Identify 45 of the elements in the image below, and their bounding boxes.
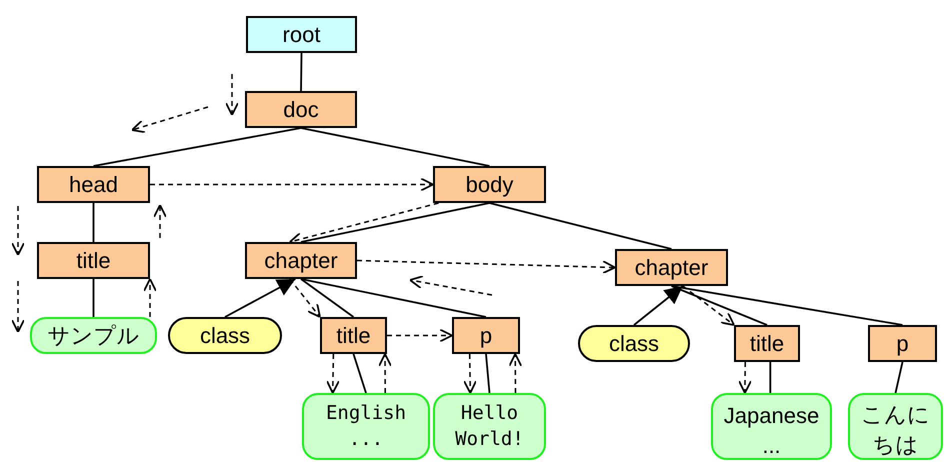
dashed-arrow: [378, 353, 392, 393]
dashed-arrow: [326, 354, 340, 394]
tree-line: [300, 278, 354, 318]
dashed-arrow: [738, 362, 752, 394]
text-node: Japanese ...: [711, 393, 832, 460]
element-box: head: [37, 166, 150, 203]
element-box: p: [452, 317, 520, 354]
tree-line: [93, 127, 302, 167]
tree-line: [92, 279, 94, 317]
dashed-arrow: [150, 178, 434, 192]
dashed-arrow: [356, 260, 616, 274]
element-box: doc: [245, 91, 357, 128]
text-node: English ...: [302, 393, 430, 460]
tree-line: [300, 127, 490, 167]
tree-line: [671, 285, 903, 326]
element-box: chapter: [615, 249, 728, 286]
root-box: root: [246, 16, 357, 53]
element-box: title: [734, 325, 800, 362]
dashed-arrow: [143, 278, 157, 317]
tree-line: [300, 202, 490, 243]
element-box: body: [433, 166, 546, 203]
dashed-arrow: [387, 328, 453, 342]
tree-line: [352, 354, 367, 394]
tree-line: [300, 52, 302, 92]
text-node: Hello World!: [433, 393, 546, 460]
arrow: [224, 278, 296, 318]
tree-line: [894, 362, 904, 394]
element-box: title: [320, 317, 387, 354]
text-node: サンプル: [30, 317, 157, 354]
tree-line: [485, 354, 490, 394]
tree-line: [671, 285, 768, 326]
element-box: p: [868, 325, 937, 362]
text-node: こんにちは: [848, 393, 943, 460]
element-box: title: [37, 242, 150, 279]
dashed-arrow: [508, 353, 522, 393]
tree-line: [92, 203, 94, 242]
tree-line: [489, 202, 672, 250]
tree-line: [300, 278, 486, 318]
dashed-arrow: [682, 285, 735, 326]
arrow: [633, 285, 684, 326]
tree-line: [769, 362, 772, 393]
attribute-pill: class: [578, 325, 690, 362]
dashed-arrow: [463, 354, 477, 394]
element-box: chapter: [245, 242, 357, 279]
attribute-pill: class: [168, 317, 282, 354]
